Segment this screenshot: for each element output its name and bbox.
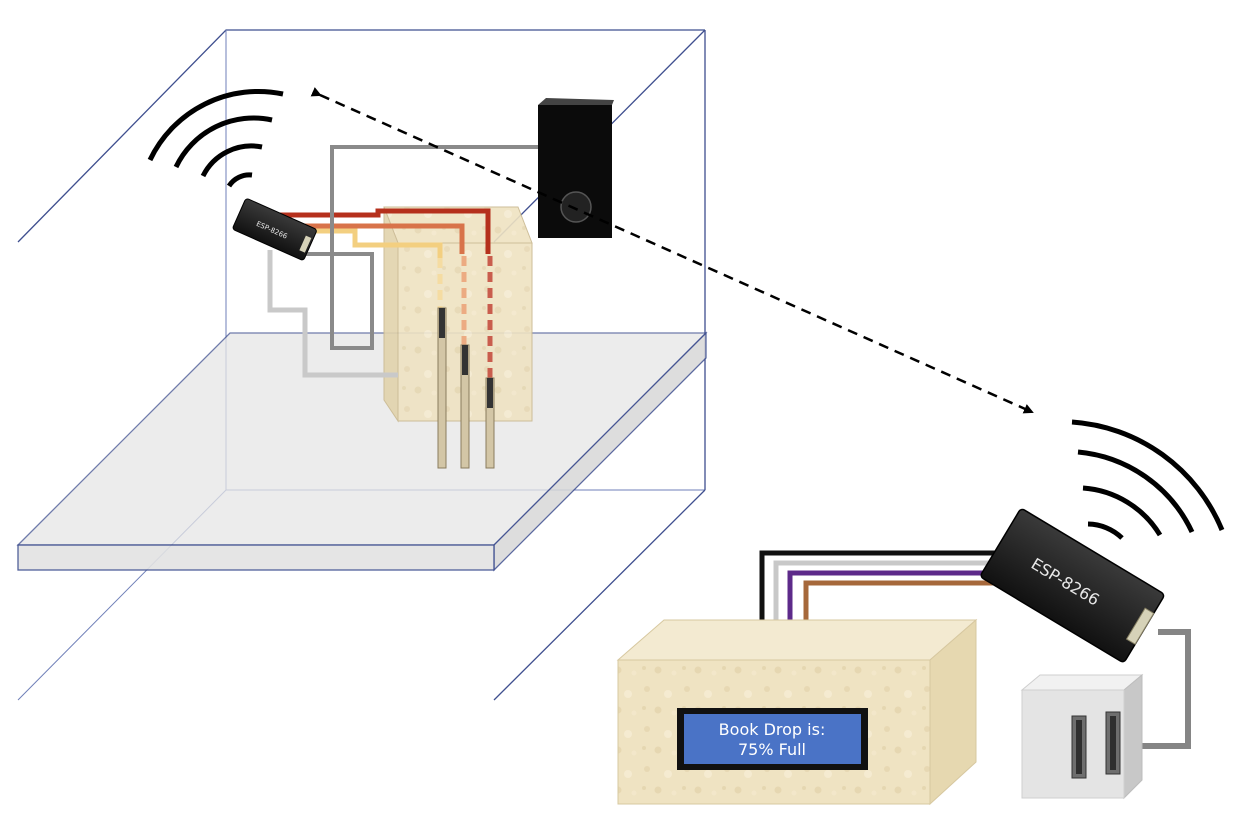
- display-wires: [759, 550, 1191, 749]
- wifi-icon: [1071, 419, 1225, 540]
- power-adapter: [1020, 673, 1144, 800]
- esp-module-left: ESP-8266: [232, 198, 317, 261]
- battery-pack: [538, 98, 614, 238]
- sensor-probe: [460, 344, 470, 469]
- sensor-probe: [437, 307, 447, 469]
- sensor-probe: [485, 377, 495, 469]
- wifi-icon: [147, 88, 284, 188]
- wireless-link-arrow: [310, 87, 1034, 414]
- lcd-line-2: 75% Full: [738, 740, 806, 759]
- lcd-display: Book Drop is: 75% Full: [677, 708, 868, 770]
- shelf: [16, 331, 708, 572]
- lcd-line-1: Book Drop is:: [719, 720, 826, 739]
- esp-module-right: ESP-8266: [980, 508, 1165, 663]
- sensor-board: [383, 206, 533, 423]
